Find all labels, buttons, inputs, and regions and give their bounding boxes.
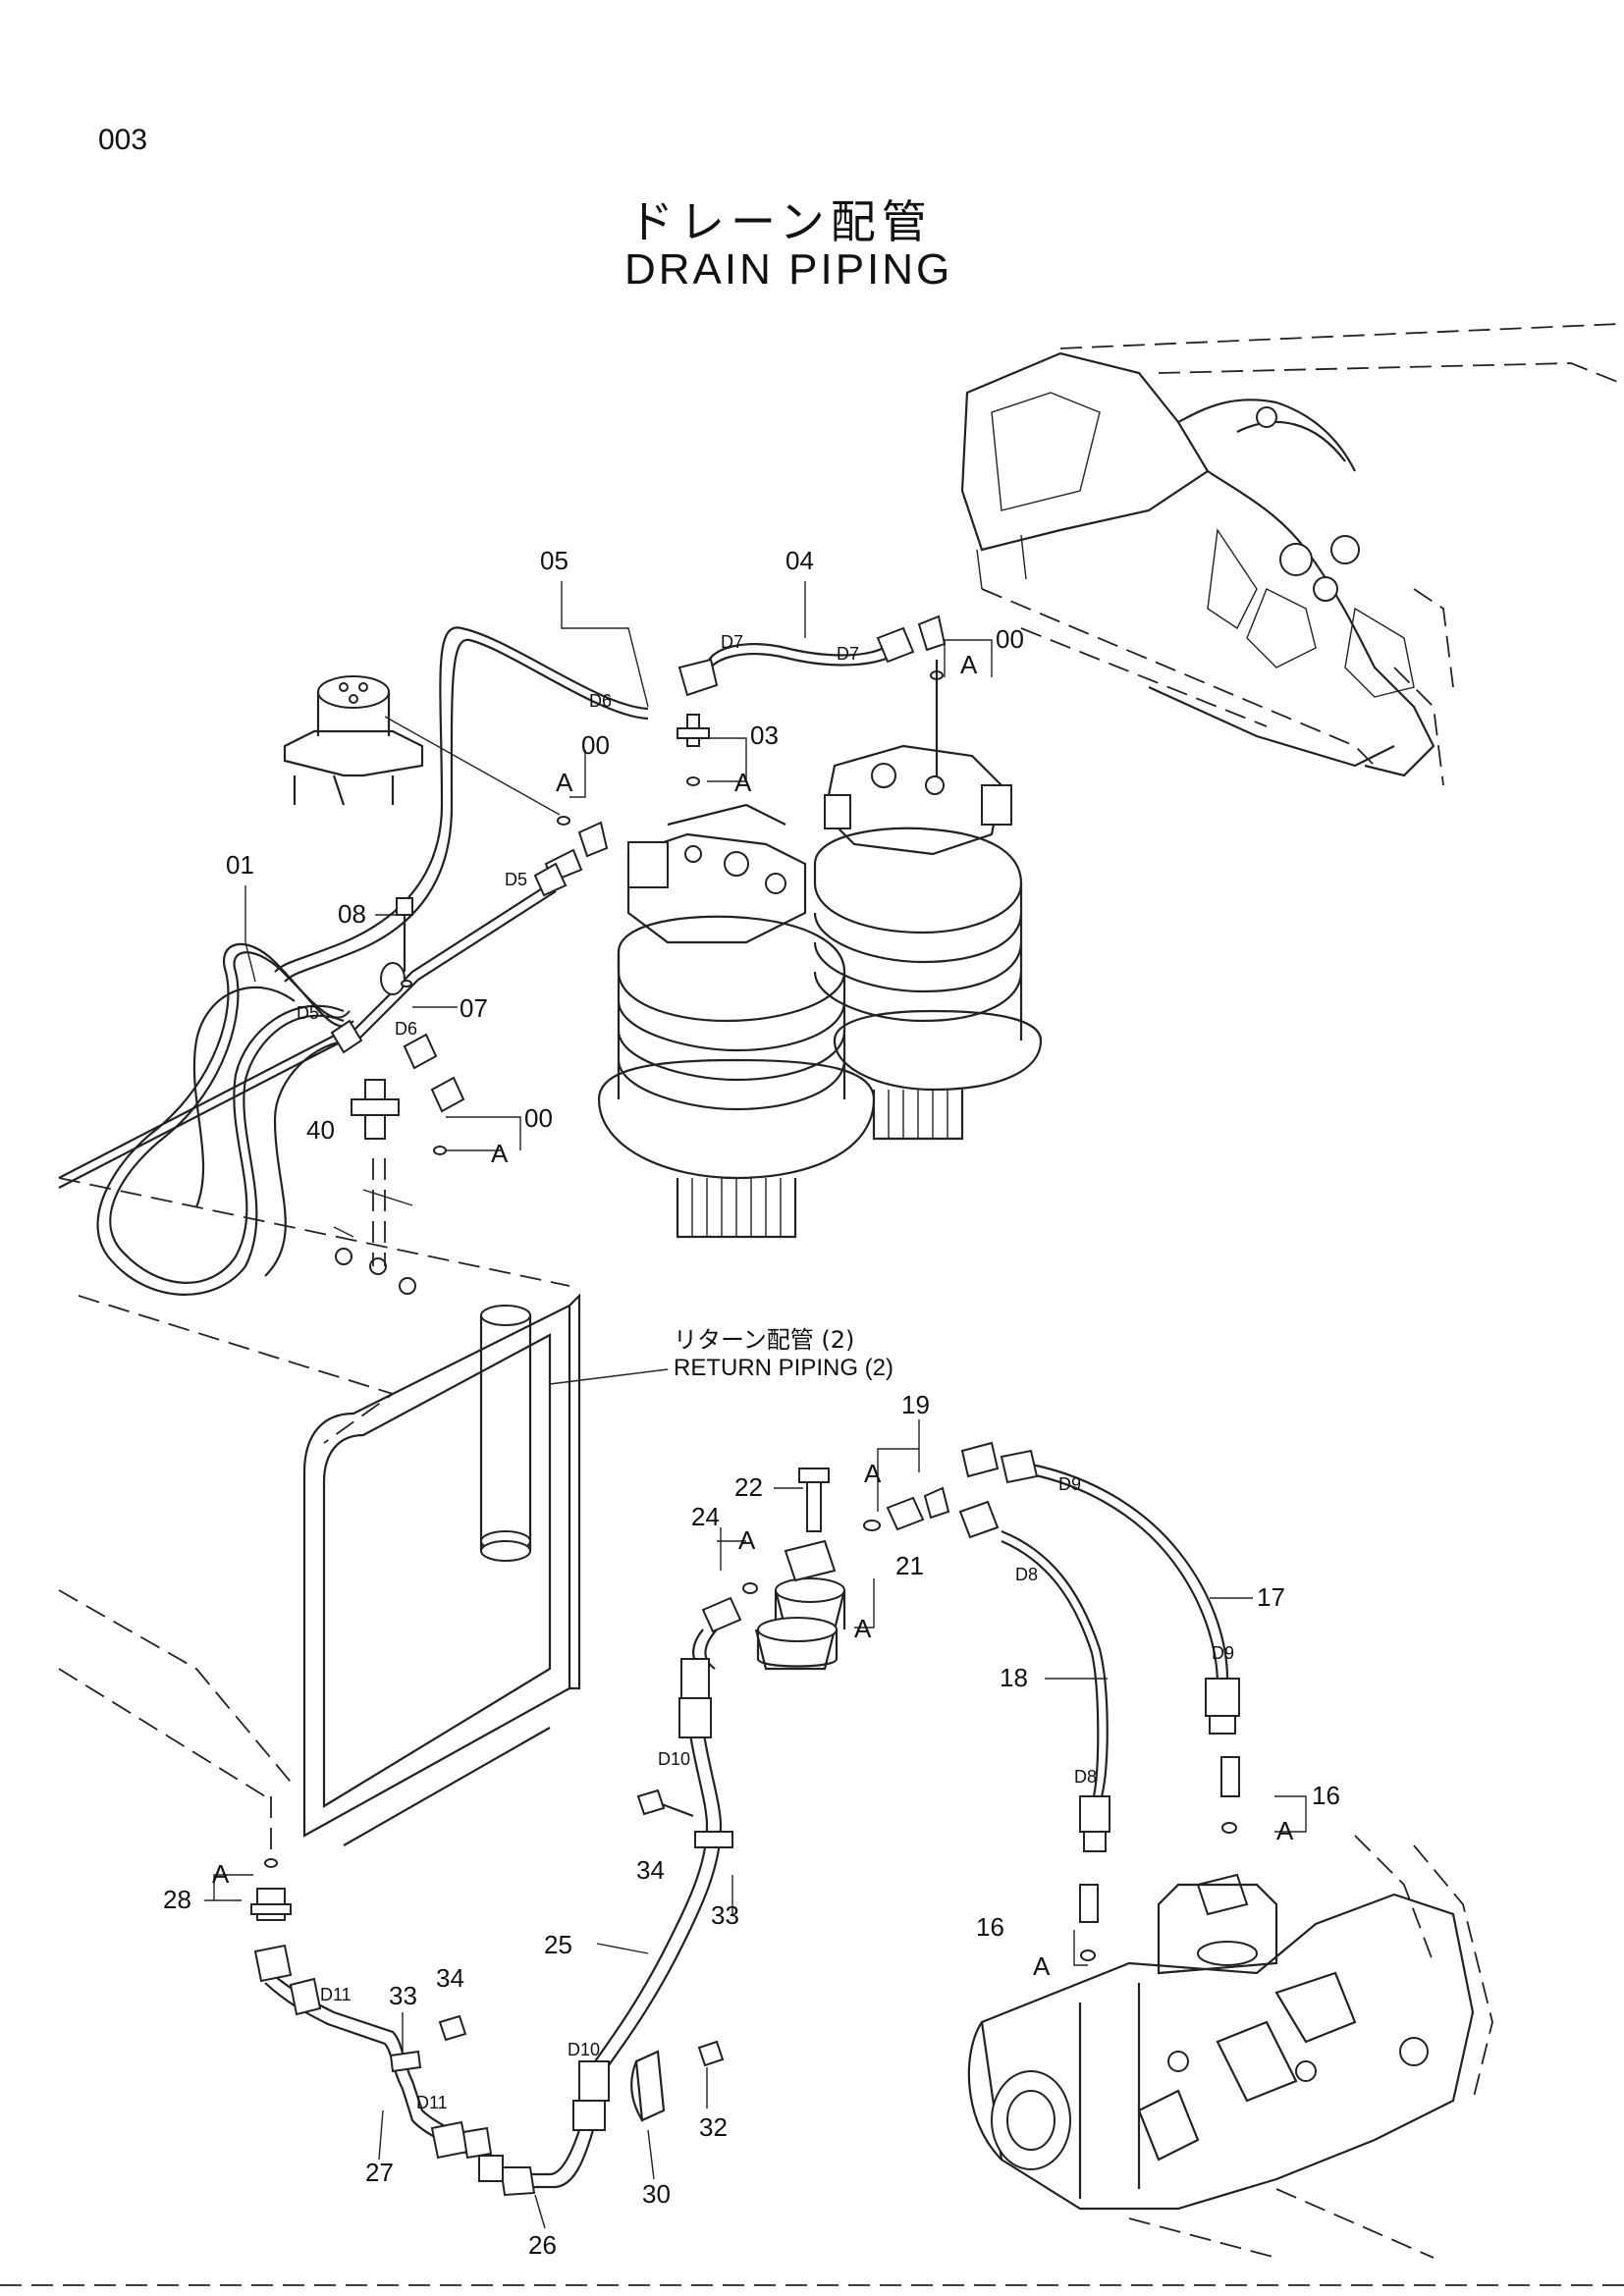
swing-motor-rear [813, 744, 1043, 1141]
section-marker: A [556, 768, 573, 797]
part-label: 27 [365, 2158, 394, 2187]
hose-17 [960, 1441, 1240, 1735]
part-label: 04 [785, 546, 814, 575]
part-label: 19 [901, 1390, 930, 1419]
hose-01 [58, 942, 354, 1296]
part-label: 40 [306, 1115, 335, 1145]
hose-label: D6 [589, 691, 612, 711]
fitting-19 [863, 1486, 950, 1531]
part-label: 26 [528, 2230, 557, 2260]
part-label: 22 [734, 1472, 763, 1502]
swing-motor-front [597, 803, 876, 1239]
fitting-16-upper [1220, 1756, 1240, 1834]
fitting-28 [250, 1796, 292, 1921]
hose-label: D7 [837, 644, 859, 664]
part-label: 01 [226, 850, 254, 880]
section-marker: A [734, 768, 752, 797]
hose-label: D10 [658, 1749, 690, 1769]
hydraulic-tank [58, 1158, 669, 1846]
hose-label: D9 [1058, 1474, 1081, 1494]
part-label: 00 [581, 730, 610, 760]
hose-label: D7 [721, 632, 743, 652]
return-piping-reference: RETURN PIPING (2) [674, 1355, 894, 1381]
section-marker: A [738, 1525, 756, 1555]
part-label: 00 [524, 1103, 553, 1133]
leader-lines [204, 581, 1307, 2229]
section-marker: A [491, 1139, 509, 1168]
part-label: 34 [436, 1963, 464, 1993]
part-labels: 05 04 00 03 00 01 08 07 40 00 19 22 24 2… [163, 546, 1340, 2260]
part-label: 16 [1312, 1781, 1340, 1810]
fitting-16-lower [1079, 1884, 1099, 1961]
hose-label: D8 [1074, 1767, 1097, 1787]
return-piping-reference-jp: リターン配管 (2) [674, 1326, 855, 1354]
part-label: 24 [691, 1502, 720, 1531]
section-marker: A [864, 1459, 882, 1488]
excavator-upper-structure [960, 323, 1621, 786]
part-label: 17 [1257, 1582, 1285, 1612]
part-label: 08 [338, 899, 366, 929]
fitting-03 [677, 660, 944, 786]
hose-27 [253, 1944, 493, 2160]
hose-04 [677, 614, 947, 697]
bolt-34-lower [438, 2014, 467, 2042]
section-marker: A [854, 1614, 872, 1643]
hose-18 [958, 1500, 1110, 1852]
part-label: 25 [544, 1930, 572, 1959]
hydraulic-pump [967, 1835, 1493, 2259]
hose-label: D5 [505, 870, 527, 889]
section-marker: A [1033, 1951, 1051, 1981]
tee-fitting-40 [351, 1076, 465, 1155]
part-label: 34 [636, 1855, 665, 1885]
drain-filter-21 [754, 1468, 846, 1671]
part-label: 32 [699, 2112, 728, 2142]
part-label: 21 [895, 1551, 924, 1580]
hose-26 [478, 2129, 595, 2197]
part-label: 18 [1000, 1663, 1028, 1692]
section-marker: A [1276, 1816, 1294, 1845]
hose-label: D10 [568, 2040, 600, 2059]
hose-label: D9 [1212, 1643, 1234, 1663]
part-label: 16 [976, 1912, 1004, 1942]
hose-end-labels: D7 D7 D6 D5 D5 D6 D9 D8 D9 D8 D10 D10 D1… [297, 632, 1234, 2112]
hose-label: D8 [1015, 1565, 1038, 1584]
hose-05 [274, 626, 649, 983]
part-label: 30 [642, 2179, 671, 2209]
hose-label: D11 [320, 1985, 352, 2004]
page-title-japanese: ドレーン配管 [628, 195, 933, 248]
section-marker: A [960, 650, 978, 679]
hose-label: D11 [416, 2093, 448, 2112]
fitting-24 [692, 1582, 758, 1670]
hose-label: D5 [297, 1003, 319, 1023]
part-label: 07 [460, 993, 488, 1023]
page-title: DRAIN PIPING [624, 245, 953, 294]
part-label: 05 [540, 546, 568, 575]
part-label: 03 [750, 721, 779, 750]
hose-d5-d6 [330, 862, 568, 1070]
part-label: 33 [389, 1981, 417, 2010]
hose-label: D6 [395, 1019, 417, 1039]
part-label: 33 [711, 1900, 739, 1930]
section-marker: A [212, 1859, 230, 1889]
section-a-markers: A A A A A A A A A A [212, 650, 1294, 1981]
part-label: 28 [163, 1885, 191, 1914]
part-label: 00 [996, 624, 1024, 654]
page-number: 003 [98, 124, 148, 156]
center-joint [283, 675, 561, 816]
bolt-34-upper [636, 1789, 694, 1818]
hose-25 [572, 1658, 733, 2131]
clamp-07 [380, 897, 413, 995]
clamp-30 [630, 2040, 725, 2122]
